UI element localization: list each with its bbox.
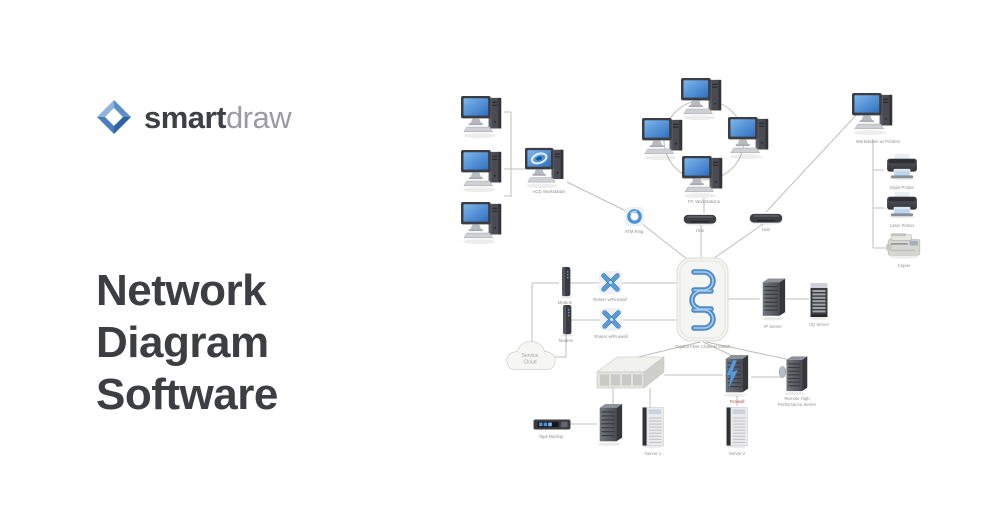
server2-label: Server 2 xyxy=(729,451,746,456)
modem-icon xyxy=(561,304,573,337)
tape-backup-label: Tape Backup xyxy=(539,434,564,439)
inkjet-printer-label: Inkjet Printer xyxy=(890,185,915,190)
logo-word-smart: smart xyxy=(144,99,226,135)
copier-label: Copier xyxy=(898,263,911,268)
remote-server-label-line2: Performance Server xyxy=(778,402,817,407)
printer-workstation-icon xyxy=(851,92,893,136)
router-icon xyxy=(599,307,624,332)
workstation-pc-icon xyxy=(727,116,769,160)
atm-ring-label: ATM Ring xyxy=(625,229,644,234)
dish-icon xyxy=(778,366,787,378)
router-icon xyxy=(598,270,623,295)
laser-printer-icon xyxy=(887,191,917,219)
workstation-pc-icon xyxy=(680,77,722,121)
workstation-pc-icon xyxy=(460,201,502,245)
server1-label: Server 1 xyxy=(645,451,662,456)
firewall-label: Firewall xyxy=(730,399,745,404)
firewall-server-icon xyxy=(723,354,749,397)
router-label: Router w/Firewall xyxy=(594,334,627,339)
backup-server-icon xyxy=(597,403,623,446)
atm-ring-icon xyxy=(625,207,644,226)
cd-server-label: CD Server xyxy=(809,322,830,327)
workstation-pc-icon xyxy=(641,117,683,161)
page-title: Network Diagram Software xyxy=(96,266,278,420)
server2-icon xyxy=(726,406,748,448)
service-cloud-icon: Service Cloud xyxy=(506,341,556,370)
laser-printer-label: Laser Printer xyxy=(890,223,915,228)
remote-server-label-line1: Remote High xyxy=(784,396,810,401)
rack-switch-icon xyxy=(596,356,665,389)
smartdraw-logo: smartdraw xyxy=(95,98,292,136)
network-diagram: ACD Workstation PC Workstations ATM Ring… xyxy=(460,77,921,456)
cloud-label-line1: Service xyxy=(522,353,539,359)
router-label: Router w/Firewall xyxy=(593,297,626,302)
modem-label: Modem xyxy=(558,300,573,305)
inkjet-printer-icon xyxy=(887,153,917,181)
ip-server-label: IP Server xyxy=(764,324,782,329)
workstation-pc-icon xyxy=(460,149,502,193)
remote-server-icon xyxy=(778,356,808,396)
smartdraw-logo-icon xyxy=(97,100,131,134)
lightning-bolt-icon xyxy=(725,359,739,391)
workstation-pc-icon xyxy=(460,95,502,139)
tape-backup-icon xyxy=(533,419,571,430)
ip-server-icon xyxy=(760,278,786,321)
copier-icon xyxy=(885,232,921,259)
fiber-channel-switch-icon xyxy=(676,257,729,342)
hub-label: Hub xyxy=(696,228,704,233)
acd-workstation-label: ACD Workstation xyxy=(533,189,566,194)
logo-word-draw: draw xyxy=(225,99,292,135)
hub-label: Hub xyxy=(762,227,770,232)
acd-workstation-icon xyxy=(525,148,563,188)
workstation-pc-icon xyxy=(681,155,723,199)
hub-icon xyxy=(683,214,717,226)
fiber-channel-switch-label: Gigabit Fiber Channel Switch xyxy=(675,344,731,349)
connection-lines xyxy=(504,99,886,425)
modem-icon xyxy=(560,266,572,299)
server1-icon xyxy=(642,406,664,448)
cloud-label-line2: Cloud xyxy=(523,360,536,366)
workstation-printers-label: Workstation w/ Printers xyxy=(856,139,900,144)
modem-label: Modem xyxy=(559,338,574,343)
cd-server-icon xyxy=(810,283,828,320)
smartdraw-logo-text: smartdraw xyxy=(144,99,292,135)
pc-workstations-label: PC Workstations xyxy=(688,199,720,204)
hub-icon xyxy=(749,213,783,225)
